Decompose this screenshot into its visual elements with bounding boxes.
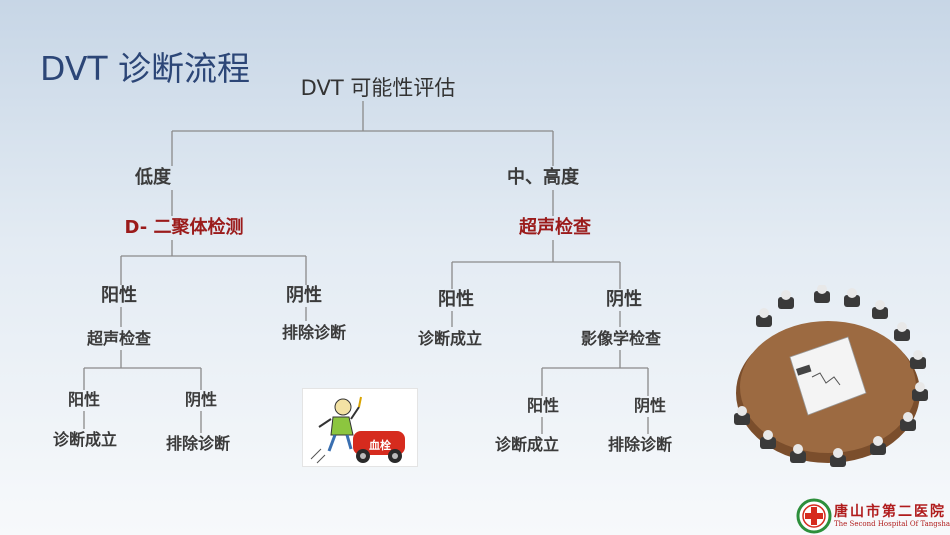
d-dimer-positive-node: 阳性 bbox=[101, 285, 137, 306]
d-dimer-test-node: D- 二聚体检测 bbox=[124, 217, 244, 238]
imaging-positive-node: 阳性 bbox=[526, 396, 560, 415]
slide-title: DVT 诊断流程 bbox=[40, 49, 251, 88]
car-body bbox=[353, 431, 405, 455]
left-diagnosis-confirmed-node: 诊断成立 bbox=[52, 430, 118, 449]
low-probability-node: 低度 bbox=[135, 167, 171, 188]
cartoon-label: 血栓 bbox=[369, 438, 391, 452]
round-table-meeting-image bbox=[720, 284, 945, 480]
exclude-diagnosis-node: 排除诊断 bbox=[281, 323, 347, 342]
ultrasound-positive-node: 阳性 bbox=[438, 289, 474, 310]
ultrasound-negative-sub-node: 阴性 bbox=[184, 390, 218, 409]
imaging-check-node: 影像学检查 bbox=[580, 329, 662, 348]
ultrasound-positive-sub-node: 阳性 bbox=[67, 390, 101, 409]
high-probability-node: 中、高度 bbox=[507, 167, 579, 188]
ultrasound-check-node: 超声检查 bbox=[86, 329, 152, 348]
right-diagnosis-confirmed-node: 诊断成立 bbox=[494, 435, 560, 454]
left-exclude-diagnosis-node: 排除诊断 bbox=[165, 434, 231, 453]
hospital-emblem-icon bbox=[796, 498, 832, 534]
thrombus-cartoon-image: 血栓 bbox=[302, 388, 418, 467]
imaging-negative-node: 阴性 bbox=[633, 396, 667, 415]
ultrasound-test-node: 超声检查 bbox=[519, 217, 591, 238]
hospital-logo: 唐山市第二医院 The Second Hospital Of Tangshan bbox=[796, 497, 950, 535]
hospital-english-name: The Second Hospital Of Tangshan bbox=[834, 520, 950, 528]
right-exclude-diagnosis-node: 排除诊断 bbox=[607, 435, 673, 454]
ultrasound-negative-node: 阴性 bbox=[606, 289, 642, 310]
root-node: DVT 可能性评估 bbox=[300, 76, 456, 100]
diagnosis-confirmed-node: 诊断成立 bbox=[417, 329, 483, 348]
d-dimer-negative-node: 阴性 bbox=[286, 285, 322, 306]
hospital-name: 唐山市第二医院 bbox=[834, 504, 946, 520]
